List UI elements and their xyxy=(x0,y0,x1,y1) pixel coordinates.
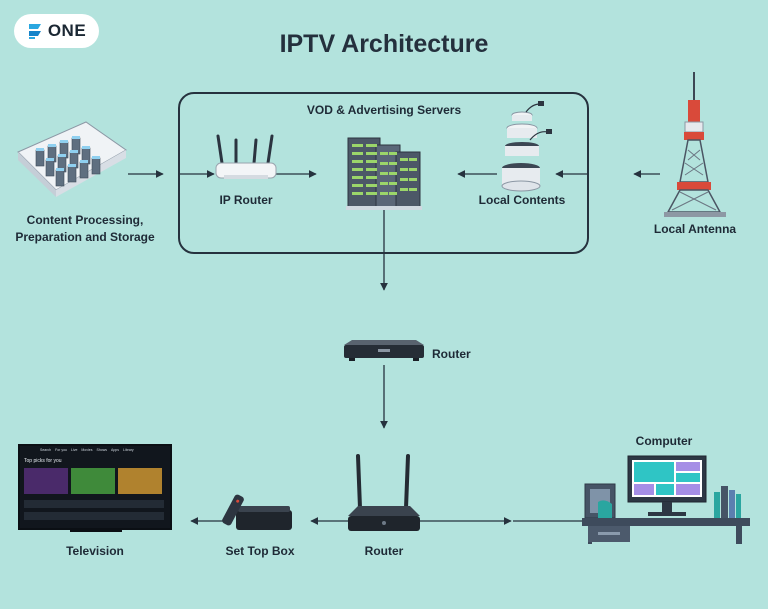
tv-nav-item: Apps xyxy=(111,448,119,452)
tv-stand xyxy=(70,530,122,532)
tv-nav-item: Movies xyxy=(81,448,93,452)
tv-tile xyxy=(118,468,162,494)
label-set-top-box: Set Top Box xyxy=(225,544,295,558)
tv-tile xyxy=(71,468,115,494)
brand-mark-icon xyxy=(28,24,41,39)
label-vod-servers: VOD & Advertising Servers xyxy=(306,103,462,117)
label-router-mid: Router xyxy=(432,347,471,361)
tv-nav-item: For you xyxy=(55,448,67,452)
tv-heading: Top picks for you xyxy=(24,458,62,464)
tv-tile xyxy=(24,468,68,494)
tv-nav-item: Search xyxy=(40,448,52,452)
label-local-contents: Local Contents xyxy=(478,193,566,207)
label-computer: Computer xyxy=(635,434,693,448)
label-content-line2: Preparation and Storage xyxy=(15,230,155,244)
brand-logo[interactable]: ONE xyxy=(14,14,99,48)
label-television: Television xyxy=(66,544,124,558)
label-ip-router: IP Router xyxy=(219,193,273,207)
tv-row xyxy=(24,512,164,520)
page-title: IPTV Architecture xyxy=(279,30,489,58)
label-router-bottom: Router xyxy=(364,544,404,558)
tv-row xyxy=(24,500,164,508)
label-local-antenna: Local Antenna xyxy=(653,222,737,236)
tv-nav-item: Shows xyxy=(96,448,107,452)
label-content-processing: Content Processing, Preparation and Stor… xyxy=(0,212,170,246)
tv-nav: Search For you Live Movies Shows Apps Li… xyxy=(40,448,134,452)
tv-nav-item: Library xyxy=(122,448,134,452)
label-content-line1: Content Processing, xyxy=(26,213,144,227)
brand-name: ONE xyxy=(47,21,87,40)
television: Search For you Live Movies Shows Apps Li… xyxy=(18,444,172,532)
tv-nav-item: Live xyxy=(70,448,78,452)
